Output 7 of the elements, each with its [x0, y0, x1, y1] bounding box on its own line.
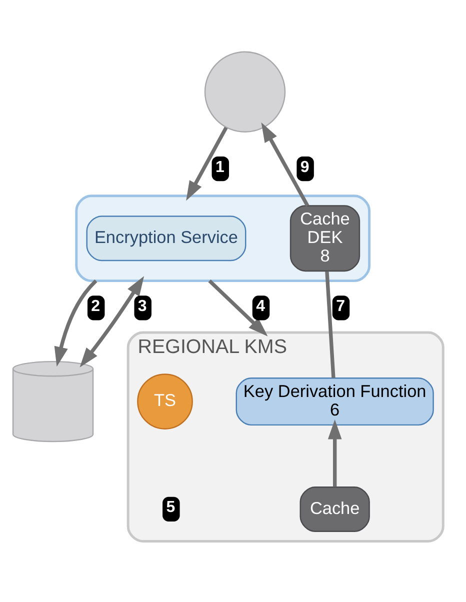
edge-label: 9 [300, 158, 310, 176]
label: 5 [166, 498, 176, 516]
edge-label: 4 [256, 297, 265, 314]
edge-label: 1 [215, 158, 224, 176]
edge-label: 3 [138, 297, 147, 314]
edge-label: 7 [336, 297, 345, 314]
edge-label: 2 [91, 297, 100, 314]
